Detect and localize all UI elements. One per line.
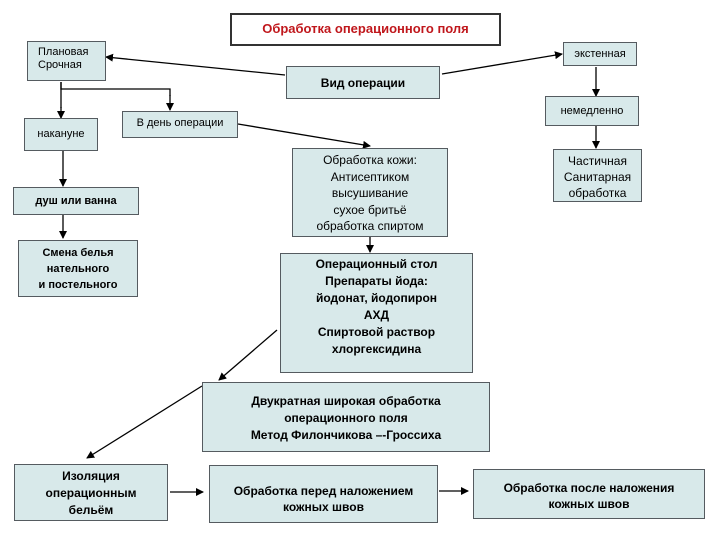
operating-table-box: Операционный стол Препараты йода: йодона…: [280, 253, 473, 373]
day-of-operation-box: В день операции: [122, 111, 238, 138]
before-sutures-box: Обработка перед наложением кожных швов: [209, 465, 438, 523]
isolation-box: Изоляция операционным бельём: [14, 464, 168, 521]
linen-change-box: Смена белья нательного и постельного: [18, 240, 138, 297]
after-sutures-box: Обработка после наложения кожных швов: [473, 469, 705, 519]
arrow-table-to-double: [218, 329, 278, 381]
operation-type-box: Вид операции: [286, 66, 440, 99]
arrow-dayof-to-skin: [237, 123, 371, 149]
diagram-title: Обработка операционного поля: [230, 13, 501, 46]
arrow-type-to-planned: [105, 53, 286, 76]
skin-treatment-box: Обработка кожи: Антисептиком высушивание…: [292, 148, 448, 237]
planned-urgent-box: Плановая Срочная: [27, 41, 106, 81]
double-treatment-box: Двукратная широкая обработка операционно…: [202, 382, 490, 452]
arrow-double-to-isolation: [86, 385, 203, 459]
immediately-box: немедленно: [545, 96, 639, 126]
arrow-type-to-emergency: [441, 51, 563, 75]
shower-bath-box: душ или ванна: [13, 187, 139, 215]
day-before-box: накануне: [24, 118, 98, 151]
partial-sanitary-box: Частичная Санитарная обработка: [553, 149, 642, 202]
emergency-box: экстенная: [563, 42, 637, 66]
